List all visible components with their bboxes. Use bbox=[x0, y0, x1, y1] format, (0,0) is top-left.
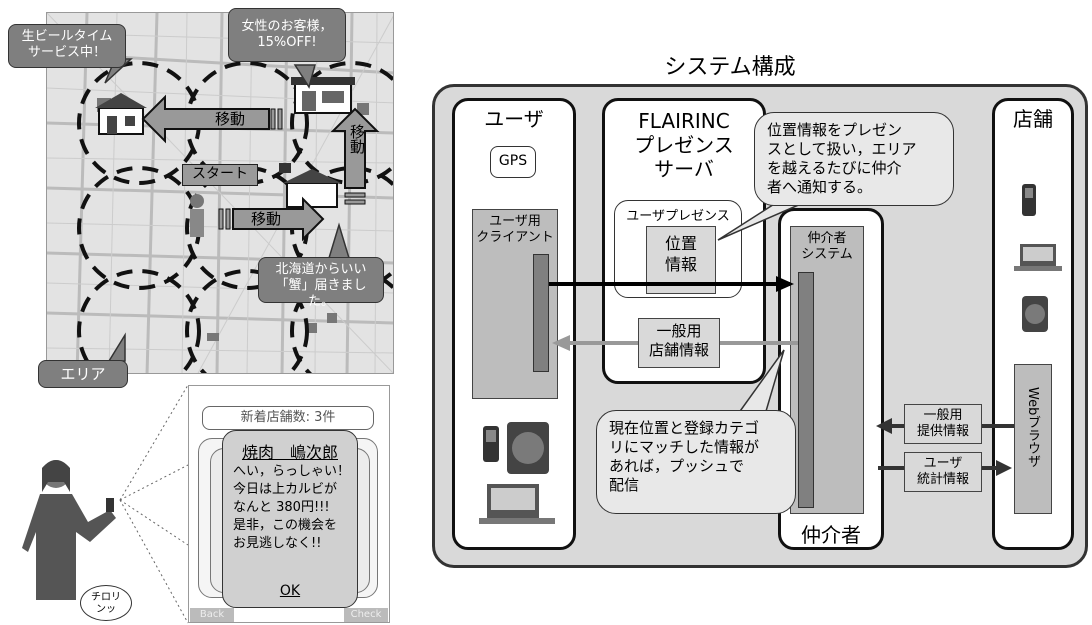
user-devices bbox=[479, 422, 555, 524]
woman-with-phone-icon bbox=[22, 460, 116, 600]
back-softkey[interactable]: Back bbox=[190, 608, 234, 622]
women-discount-callout: 女性のお客様， 15%OFF! bbox=[228, 8, 346, 62]
web-browser-box: Webブラウザ bbox=[1014, 364, 1052, 514]
move-arrow-left bbox=[141, 94, 283, 144]
broker-system-label: 仲介者 システム bbox=[801, 231, 853, 262]
start-label: スタート bbox=[182, 164, 258, 186]
diagram-title: システム構成 bbox=[664, 55, 796, 80]
restaurant-icon bbox=[279, 163, 341, 208]
new-store-count-bar: 新着店舗数: 3件 bbox=[202, 406, 374, 430]
gps-box: GPS bbox=[490, 146, 536, 178]
phone-connector-lines bbox=[119, 385, 189, 624]
crab-callout: 北海道からいい 「蟹」届きました。 bbox=[258, 257, 384, 309]
store-icon bbox=[291, 77, 355, 114]
shop-icon bbox=[95, 93, 147, 135]
presence-note: 位置情報をプレゼン スとして扱い，エリア を越えるたびに仲介 者へ通知する。 bbox=[754, 112, 954, 206]
provide-info-doc: 一般用 提供情報 bbox=[904, 404, 982, 444]
store-devices bbox=[1014, 184, 1062, 332]
web-browser-label: Webブラウザ bbox=[1025, 387, 1040, 468]
push-delivery-note: 現在位置と登録カテゴ リにマッチした情報が あれば，プッシュで 配信 bbox=[596, 410, 796, 514]
move-arrow-up bbox=[330, 107, 380, 205]
user-presence-label: ユーザプレゼンス bbox=[626, 209, 730, 224]
location-push-arrow bbox=[549, 276, 794, 292]
ok-button[interactable]: OK bbox=[279, 583, 301, 599]
shop-name: 焼肉 嶋次郎 bbox=[241, 443, 338, 462]
shop-popup: 焼肉 嶋次郎 へい，らっしゃい！ 今日は上カルビが なんと 380円!!! 是非… bbox=[222, 430, 358, 608]
chirori-sound-bubble: チロリ ンッ bbox=[80, 585, 132, 621]
broker-lane-title: 仲介者 bbox=[801, 523, 861, 547]
store-lane-title: 店舗 bbox=[1013, 107, 1053, 131]
presence-server-title: FLAIRINC プレゼンス サーバ bbox=[634, 109, 734, 181]
shop-message: へい，らっしゃい！ 今日は上カルビが なんと 380円!!! 是非，この機会を … bbox=[233, 464, 351, 551]
beer-service-callout: 生ビールタイム サービス中！ bbox=[8, 24, 126, 68]
user-lane-title: ユーザ bbox=[484, 107, 544, 131]
move-label-right: 移動 bbox=[250, 210, 281, 228]
move-label-left: 移動 bbox=[214, 110, 245, 128]
area-map bbox=[46, 12, 394, 374]
move-arrow-right bbox=[218, 196, 325, 242]
check-softkey[interactable]: Check bbox=[344, 608, 388, 622]
broker-timeline bbox=[798, 272, 814, 508]
user-client-label: ユーザ用 クライアント bbox=[476, 214, 554, 245]
stats-info-doc: ユーザ 統計情報 bbox=[904, 452, 982, 492]
map-streets bbox=[47, 13, 393, 373]
user-client-timeline bbox=[533, 254, 549, 372]
person-icon bbox=[190, 194, 204, 237]
move-label-up: 移動 bbox=[348, 124, 366, 154]
area-label: エリア bbox=[38, 360, 128, 388]
general-store-info-doc: 一般用 店舗情報 bbox=[638, 318, 720, 368]
